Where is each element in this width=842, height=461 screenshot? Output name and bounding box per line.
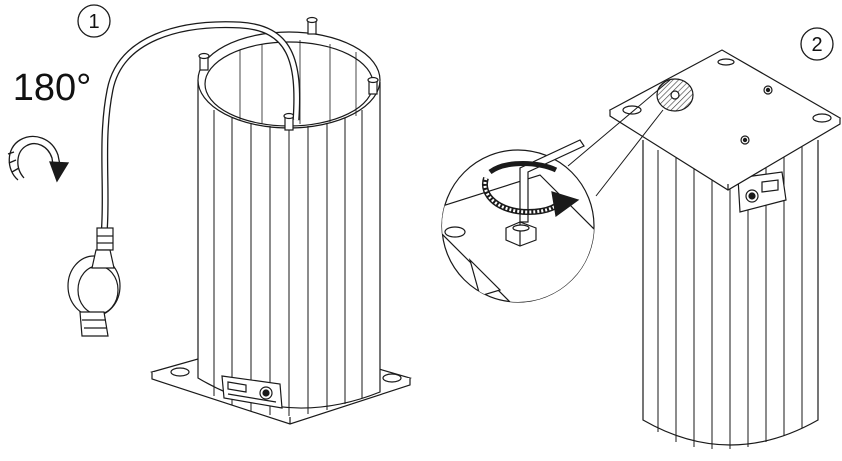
magnified-detail — [441, 139, 595, 303]
rotation-label: 180° — [13, 67, 92, 109]
gas-regulator — [67, 227, 121, 337]
plate-bolt — [740, 135, 750, 145]
top-plate — [608, 49, 842, 191]
rotate-arrow-icon — [7, 135, 70, 183]
step-2-panel: 2 — [441, 27, 842, 449]
rim-bolt — [198, 52, 210, 71]
step-1-panel: 1 180° — [7, 4, 413, 425]
inverted-cylinder — [642, 140, 819, 449]
rim-bolt — [306, 16, 318, 35]
step-2-badge: 2 — [800, 27, 834, 61]
tighten-arrow-icon — [481, 161, 580, 218]
step-1-number: 1 — [88, 11, 99, 33]
cylinder-column — [197, 16, 381, 416]
gas-hose — [100, 21, 301, 235]
hatched-detail-icon — [656, 78, 694, 112]
detail-leader-line — [595, 109, 664, 197]
rim-bolt — [283, 112, 295, 131]
detail-leader-line — [567, 79, 671, 167]
step-1-badge: 1 — [77, 4, 111, 38]
valve-housing-2 — [737, 171, 787, 213]
rim-bolt — [367, 76, 379, 95]
plate-bolt — [763, 85, 773, 95]
valve-housing — [221, 375, 283, 409]
step-2-number: 2 — [811, 34, 822, 56]
